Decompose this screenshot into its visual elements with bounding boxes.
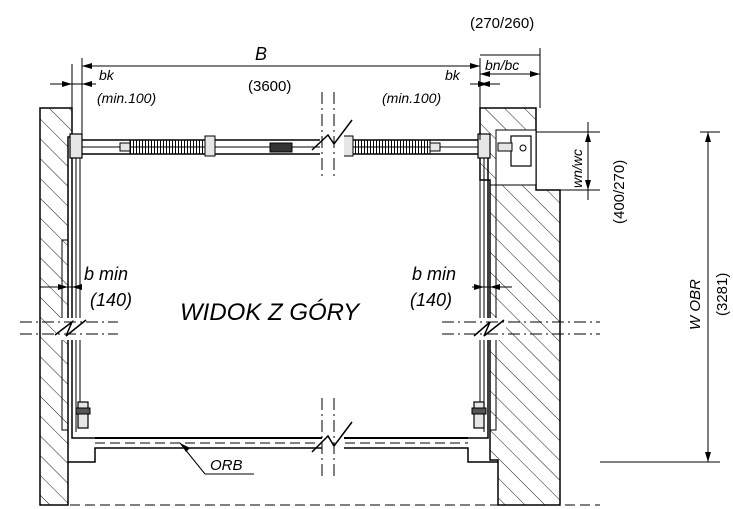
label-top-dim: (270/260)	[470, 15, 534, 32]
label-b-min-left: b min	[84, 264, 128, 284]
label-bk-left: bk	[99, 67, 115, 83]
break-mark-right	[442, 318, 600, 340]
left-wall	[39, 107, 73, 506]
orb-leader	[179, 442, 254, 475]
top-left-bracket	[69, 133, 83, 159]
label-wn-wc-value: (400/270)	[611, 160, 628, 224]
label-bn-bc: bn/bc	[485, 57, 519, 73]
label-orb: ORB	[210, 457, 243, 474]
spring-right	[342, 135, 441, 157]
dimension-bn-bc	[480, 48, 541, 108]
label-bk-right-min: (min.100)	[382, 90, 441, 106]
car-frame	[61, 139, 497, 439]
dimension-b-min-left	[40, 284, 82, 290]
top-right-bracket	[477, 133, 491, 159]
bottom-left-roller	[75, 401, 91, 429]
label-w-obr: W OBR	[687, 279, 704, 330]
coupler-block	[269, 142, 293, 153]
bottom-right-roller	[471, 401, 487, 429]
dimension-bk-left	[50, 64, 96, 108]
label-width-value: (3600)	[248, 78, 291, 95]
label-w-obr-value: (3281)	[714, 273, 731, 316]
label-wn-wc: wn/wc	[569, 149, 585, 188]
lock-device	[497, 135, 532, 167]
label-bk-left-min: (min.100)	[97, 90, 156, 106]
break-mark-bottom	[311, 398, 353, 480]
label-b-min-left-value: (140)	[90, 290, 132, 310]
spring-left	[119, 135, 216, 157]
view-title: WIDOK Z GÓRY	[180, 299, 361, 326]
label-b-min-right-value: (140)	[410, 290, 452, 310]
dimension-w-obr	[600, 131, 720, 463]
label-b-min-right: b min	[412, 264, 456, 284]
label-bk-right: bk	[445, 67, 461, 83]
break-mark-top	[311, 92, 353, 176]
dimension-bk-right	[470, 81, 500, 87]
label-width-symbol: B	[255, 44, 267, 64]
front-threshold	[40, 437, 600, 506]
dimension-b-min-right	[472, 284, 512, 290]
dimension-b	[81, 58, 481, 140]
break-mark-left	[20, 318, 118, 340]
dimension-wn-wc	[536, 122, 600, 200]
